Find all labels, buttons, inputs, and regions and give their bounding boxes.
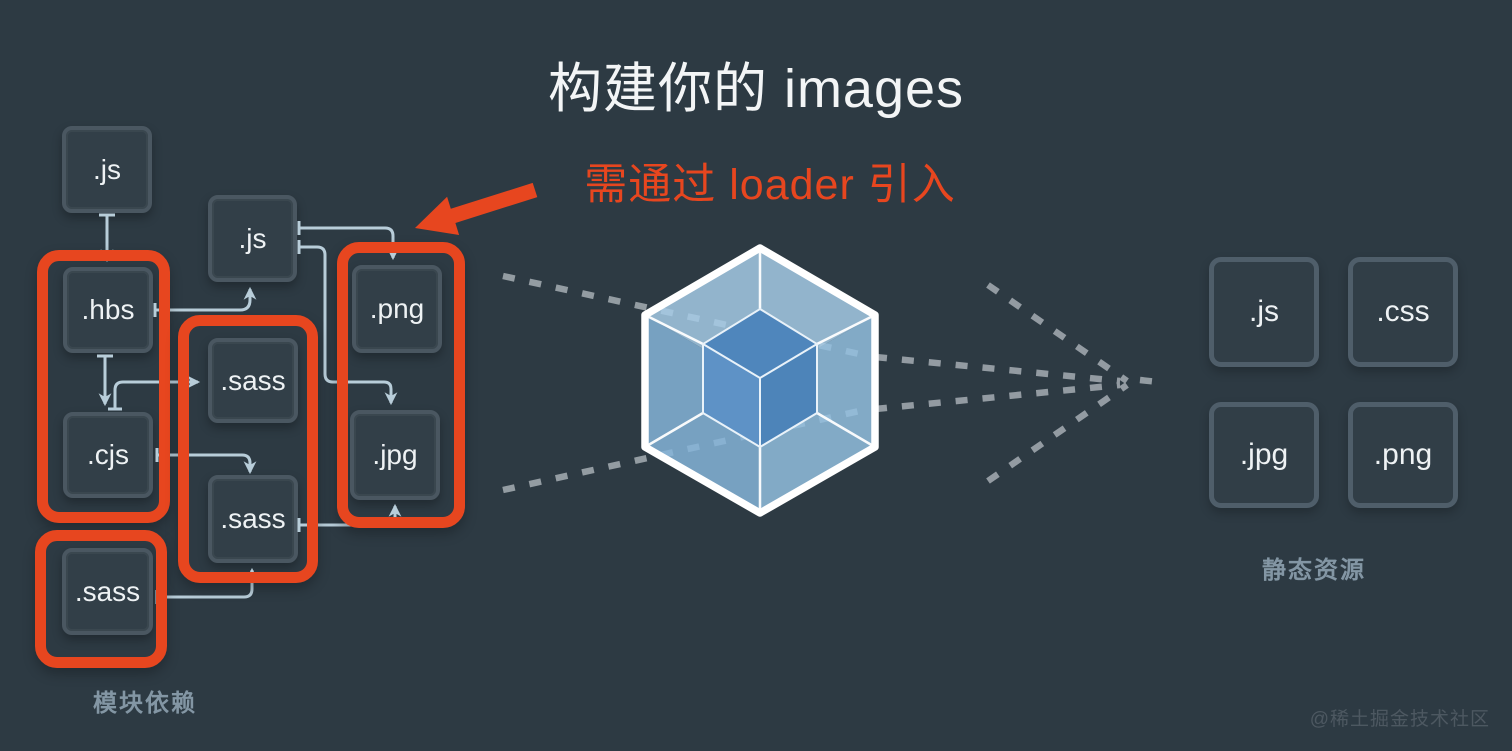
static-assets-label: 静态资源 [1262, 557, 1366, 584]
webpack-cube-icon [641, 244, 879, 517]
module-box-sass-top: .sass [208, 338, 298, 423]
red-highlight-sass-bottom [35, 530, 167, 668]
dashed-line-output-bottom [874, 381, 1121, 413]
red-highlight-images-group [337, 242, 465, 528]
dashed-line-input-bottom [502, 404, 874, 494]
module-box-js1: .js [62, 126, 152, 213]
cube-outer-outline [641, 244, 879, 517]
dashed-arrow-tip [1139, 376, 1159, 386]
red-highlight-sass-group [178, 315, 318, 583]
output-box-jpg: .jpg [1209, 402, 1319, 508]
red-highlight-hbs-cjs [37, 250, 170, 523]
module-box-jpg: .jpg [350, 410, 440, 500]
output-box-png: .png [1348, 402, 1458, 508]
page-title: 构建你的 images [547, 59, 965, 119]
cube-inner-edges [702, 307, 818, 449]
module-deps-label: 模块依赖 [93, 690, 197, 717]
dashed-arrowhead-lower [986, 382, 1129, 484]
cube-outer-right-face [760, 315, 875, 513]
output-box-js: .js [1209, 257, 1319, 367]
cube-inner-left-face [703, 344, 760, 447]
module-box-sass-bottom: .sass [62, 548, 153, 635]
watermark-text: @稀土掘金技术社区 [1309, 709, 1490, 730]
cube-inner-right-face [760, 344, 817, 447]
dashed-line-input-top [502, 272, 874, 361]
dashed-line-output-top [874, 353, 1121, 385]
cube-inner-top-face [703, 309, 817, 378]
cube-outer-top-face [645, 248, 875, 382]
cube-outer-left-face [645, 315, 760, 513]
module-box-js2: .js [208, 195, 297, 282]
dashed-arrowhead-upper [986, 282, 1129, 384]
cube-spoke-edges [644, 250, 876, 513]
loader-annotation: 需通过 loader 引入 [584, 161, 956, 209]
output-box-css: .css [1348, 257, 1458, 367]
module-box-cjs: .cjs [63, 412, 153, 498]
